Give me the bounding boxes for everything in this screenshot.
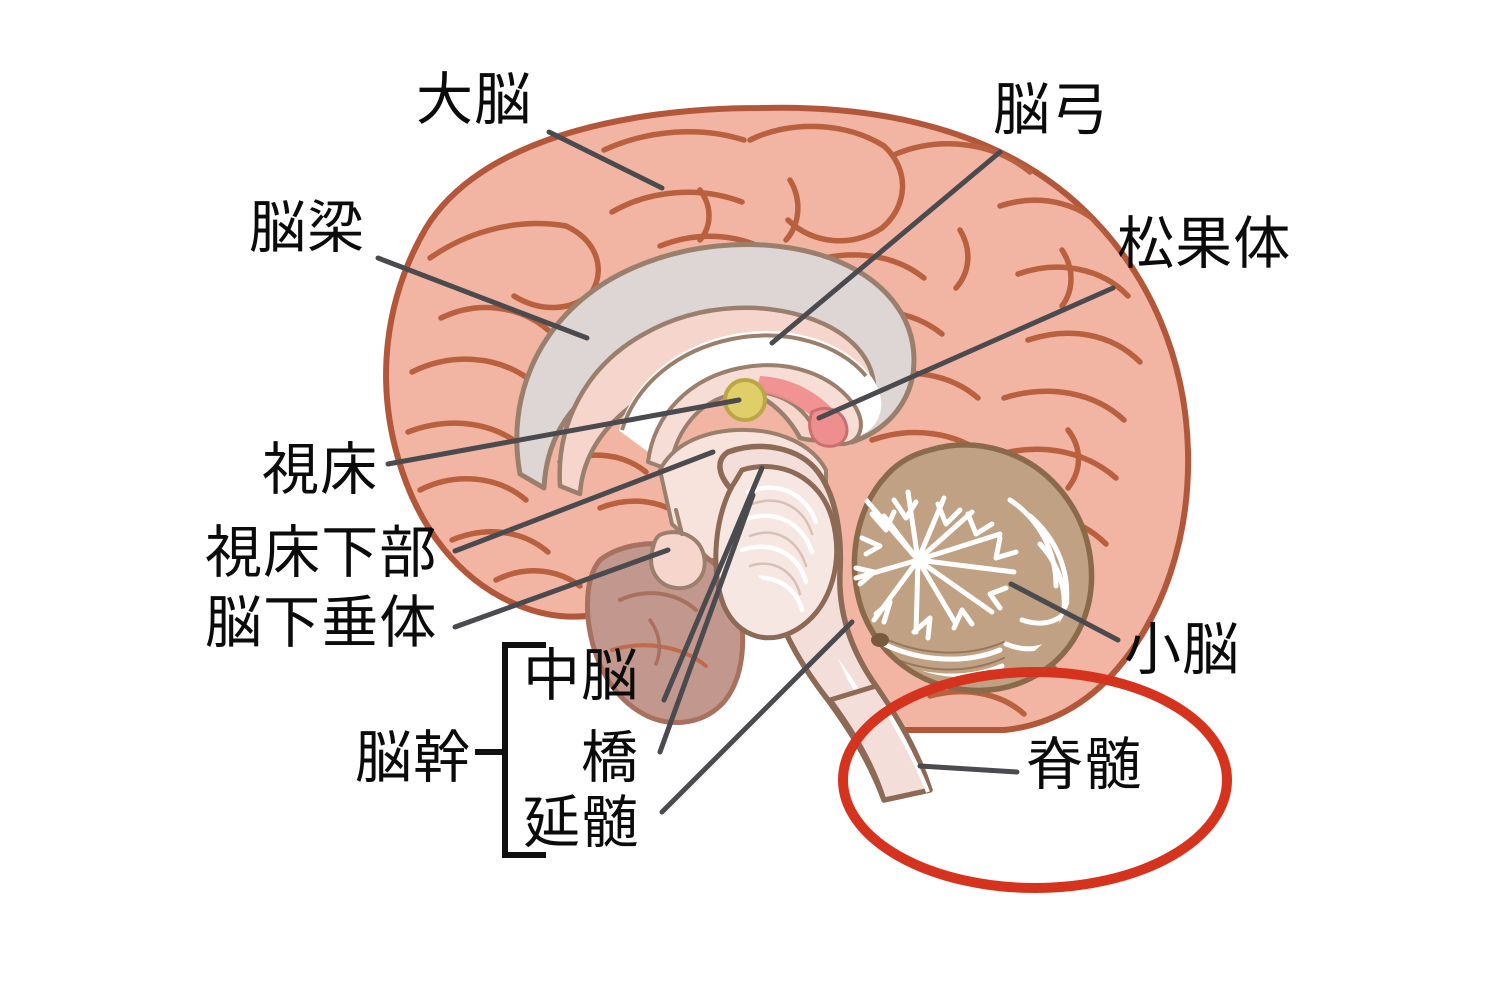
pituitary-gland-shape — [649, 508, 707, 591]
brainstem-bracket — [475, 642, 546, 858]
label-midbrain: 中脳 — [523, 643, 640, 709]
leader-thalamus — [385, 397, 742, 467]
brainstem-shading — [748, 499, 814, 596]
leader-pituitary — [452, 547, 671, 630]
leader-spinal-cord — [917, 763, 1020, 775]
label-pineal-body: 松果体 — [1117, 211, 1292, 277]
label-spinal-cord: 脊髄 — [1026, 732, 1143, 798]
label-cerebellum: 小脳 — [1124, 617, 1241, 683]
label-brainstem: 脳幹 — [355, 725, 472, 791]
leader-pons — [657, 492, 756, 755]
leader-lines — [375, 129, 1121, 815]
label-thalamus: 視床 — [262, 437, 379, 503]
label-pituitary-gland: 脳下垂体 — [205, 590, 438, 656]
leader-fornix — [769, 149, 1003, 346]
leader-cerebrum — [546, 129, 665, 191]
leader-midbrain — [661, 465, 765, 703]
leader-hypothalamus — [452, 449, 716, 554]
leader-medulla — [659, 619, 855, 815]
thalamus-marker — [723, 378, 767, 422]
label-cerebrum: 大脳 — [416, 67, 533, 133]
spinal-cord-highlight-ellipse — [838, 667, 1232, 893]
label-hypothalamus: 視床下部 — [205, 520, 438, 586]
cerebellum-peduncle-dot — [871, 633, 889, 647]
label-pons: 橋 — [581, 725, 640, 791]
leader-corpus-callosum — [375, 255, 590, 341]
label-corpus-callosum: 脳梁 — [249, 195, 366, 261]
leader-pineal-body — [816, 285, 1116, 421]
label-fornix: 脳弓 — [993, 77, 1110, 143]
label-medulla-oblongata: 延髄 — [523, 790, 640, 856]
leader-cerebellum — [1008, 581, 1121, 643]
